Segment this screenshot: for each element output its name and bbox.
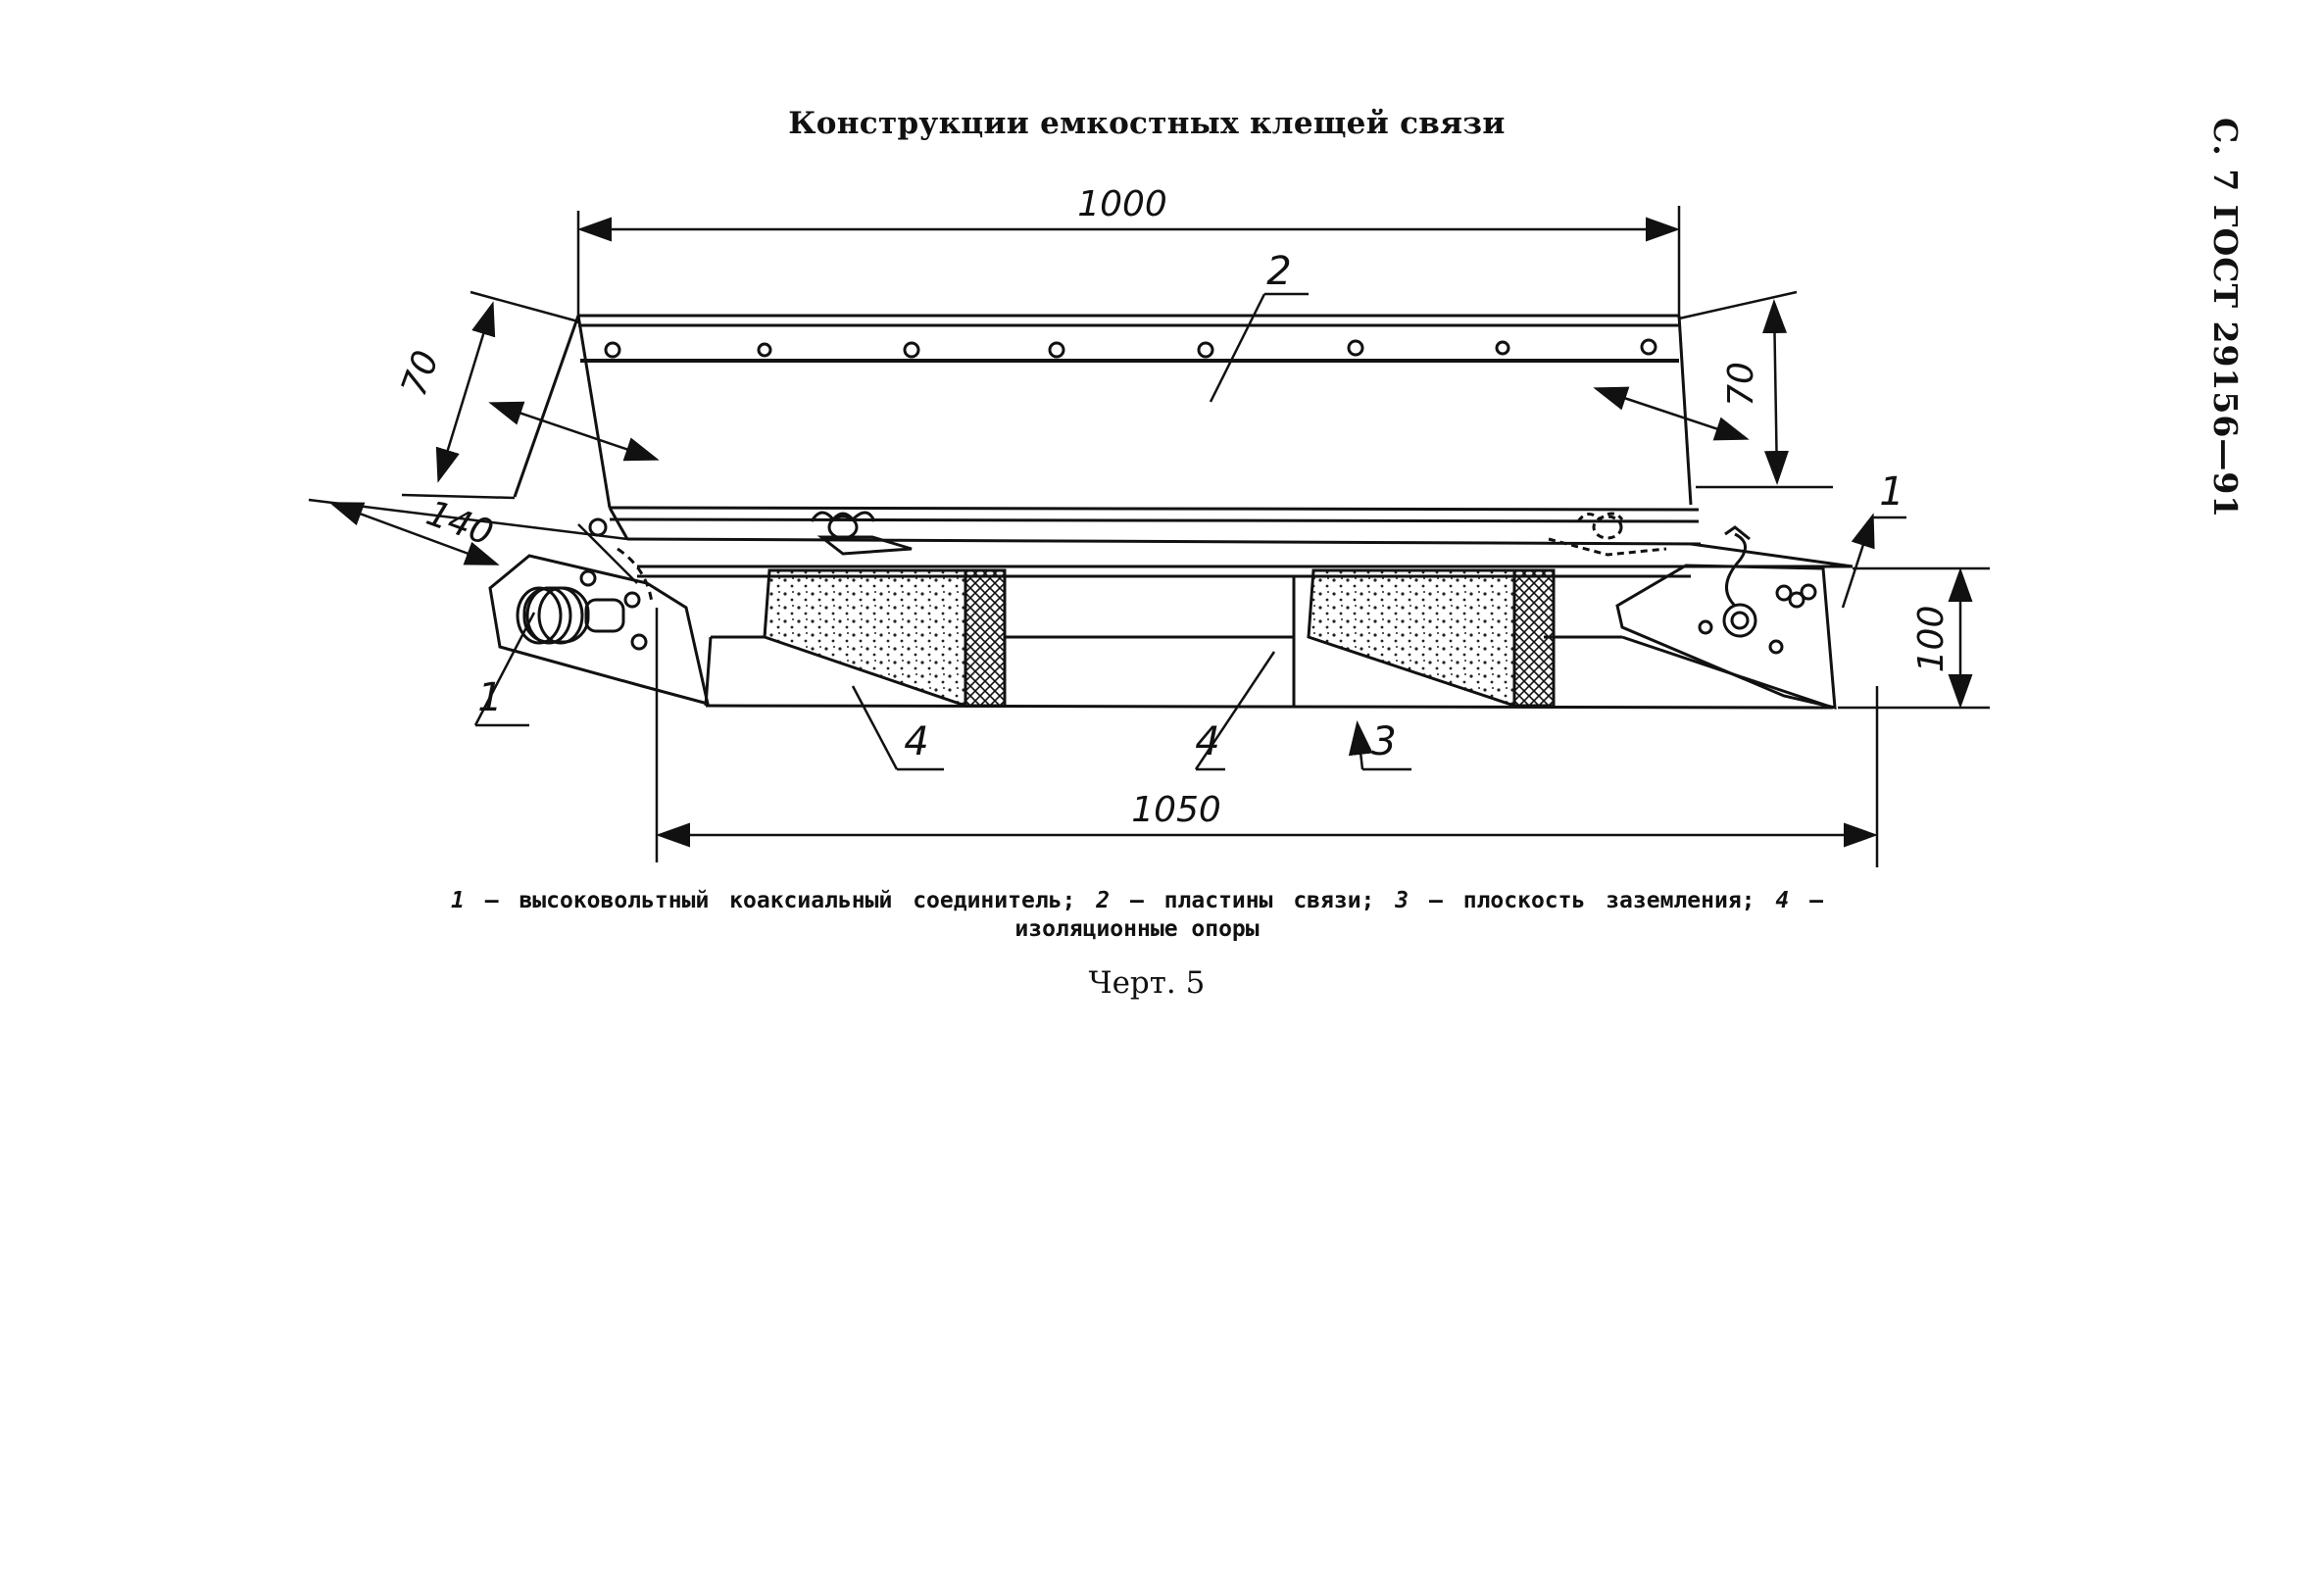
dimension-top-length [576, 206, 1681, 323]
page-header: С. 7 ГОСТ 29156—91 [2206, 118, 2245, 519]
legend-text: — пластины связи; [1129, 888, 1375, 913]
dimension-left-height [401, 290, 660, 500]
left-wing-nut-icon [810, 511, 913, 556]
left-coax-connector-icon [516, 586, 625, 645]
coupling-plate [513, 314, 1702, 546]
dimension-right-height-label: 70 [1721, 362, 1761, 407]
callout-ground-plane: 3 [1371, 719, 1396, 764]
figure-caption: Черт. 5 [1088, 965, 1206, 1001]
right-connector-housing [1615, 564, 1837, 710]
callout-right-connector: 1 [1879, 469, 1904, 515]
dimension-right-height [1593, 290, 1833, 489]
dimension-right-box-height [1838, 566, 1990, 710]
dimension-top-length-label: 1000 [1077, 184, 1167, 224]
legend-num: 4 [1775, 888, 1790, 913]
dimension-left-offset [308, 498, 638, 584]
legend-text: — плоскость заземления; [1429, 888, 1755, 913]
right-wing-nut-icon [1548, 512, 1667, 557]
legend-num: 3 [1395, 888, 1409, 913]
dimension-bottom-length-label: 1050 [1131, 790, 1221, 830]
callout-leaders [473, 292, 1906, 771]
insulating-support-right [1307, 568, 1556, 709]
dimension-left-offset-label: 140 [421, 493, 499, 554]
legend-num: 2 [1096, 888, 1111, 913]
dimension-bottom-length [655, 608, 1879, 867]
callout-left-connector: 1 [477, 675, 502, 720]
plate-holes [604, 338, 1657, 359]
right-coax-connector-icon [1722, 525, 1757, 638]
dimension-right-box-height-label: 100 [1911, 606, 1952, 673]
left-connector-housing [488, 517, 711, 707]
callout-support-right: 4 [1195, 719, 1219, 764]
callout-support-left: 4 [904, 719, 928, 764]
legend-text: — высоковольтный коаксиальный соединител… [484, 888, 1076, 913]
callout-plates: 2 [1266, 249, 1291, 294]
insulating-support-left [763, 568, 1007, 709]
legend-num: 1 [451, 888, 465, 913]
legend: 1 — высоковольтный коаксиальный соединит… [451, 887, 1823, 944]
dimension-left-height-label: 70 [394, 346, 447, 402]
page-title: Конструкции емкостных клещей связи [788, 106, 1506, 141]
legend-text: — изоляционные опоры [1014, 888, 1823, 942]
